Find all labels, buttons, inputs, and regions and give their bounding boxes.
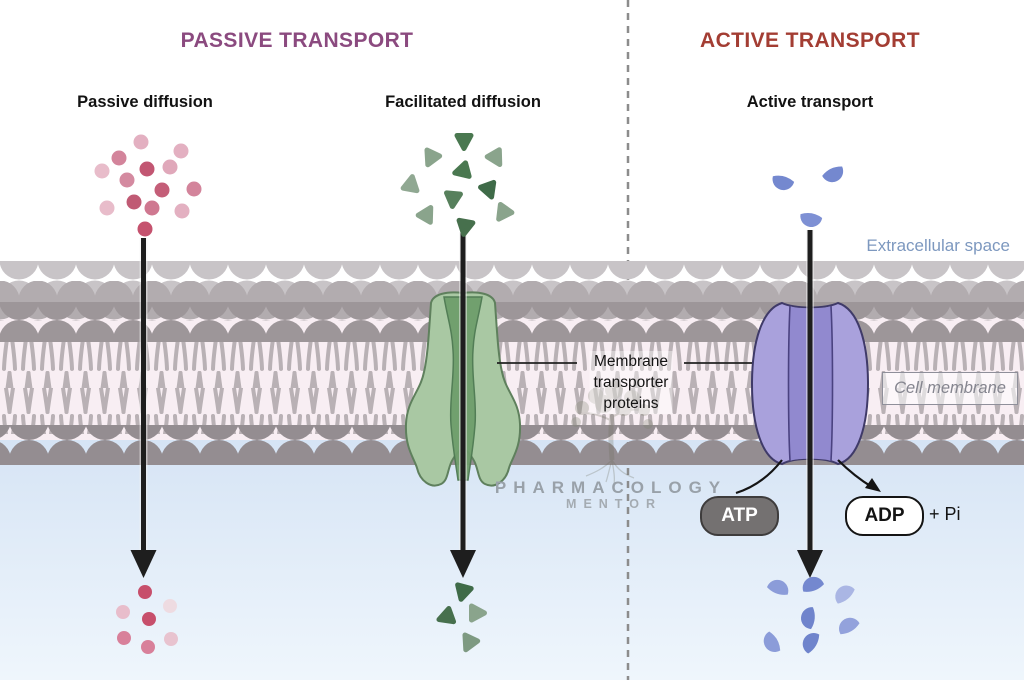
pi-label: + Pi — [929, 504, 961, 524]
cell-membrane-label-text: Cell membrane — [894, 379, 1006, 397]
watermark-brand-name: PHARMACOLOGY — [494, 478, 728, 497]
facilitated-diffusion-arrow — [450, 232, 476, 578]
adp-badge: ADP — [845, 496, 924, 536]
watermark-tree-icon — [571, 381, 653, 485]
transporter-label-line1: Membrane — [593, 353, 669, 370]
passive-transport-title: PASSIVE TRANSPORT — [180, 29, 414, 52]
passive-diffusion-label: Passive diffusion — [77, 93, 213, 111]
pink-solutes-intracellular — [116, 585, 178, 654]
membrane-transporter-label: Membrane transporter proteins — [589, 351, 673, 414]
extracellular-space-label: Extracellular space — [866, 236, 1010, 255]
transporter-label-line2: transporter — [593, 374, 669, 391]
watermark-brand-subtitle: MENTOR — [566, 497, 662, 511]
facilitated-diffusion-label: Facilitated diffusion — [385, 93, 541, 111]
adp-curve-arrow — [837, 459, 881, 492]
passive-diffusion-arrow — [130, 238, 157, 578]
lipid-tails-upper — [0, 335, 1024, 388]
atp-curve-arrow — [735, 459, 783, 495]
lipid-head-row-3 — [0, 302, 1024, 342]
active-transport-label: Active transport — [746, 93, 874, 111]
atp-badge: ATP — [700, 496, 779, 536]
active-transport-arrow — [797, 230, 823, 578]
transporter-label-line3: proteins — [603, 395, 659, 412]
active-transport-title: ACTIVE TRANSPORT — [700, 29, 920, 52]
pink-solutes-extracellular — [94, 134, 202, 237]
adp-badge-text: ADP — [864, 505, 905, 526]
atp-badge-text: ATP — [721, 505, 758, 526]
cell-membrane-label: Cell membrane — [882, 372, 1018, 405]
